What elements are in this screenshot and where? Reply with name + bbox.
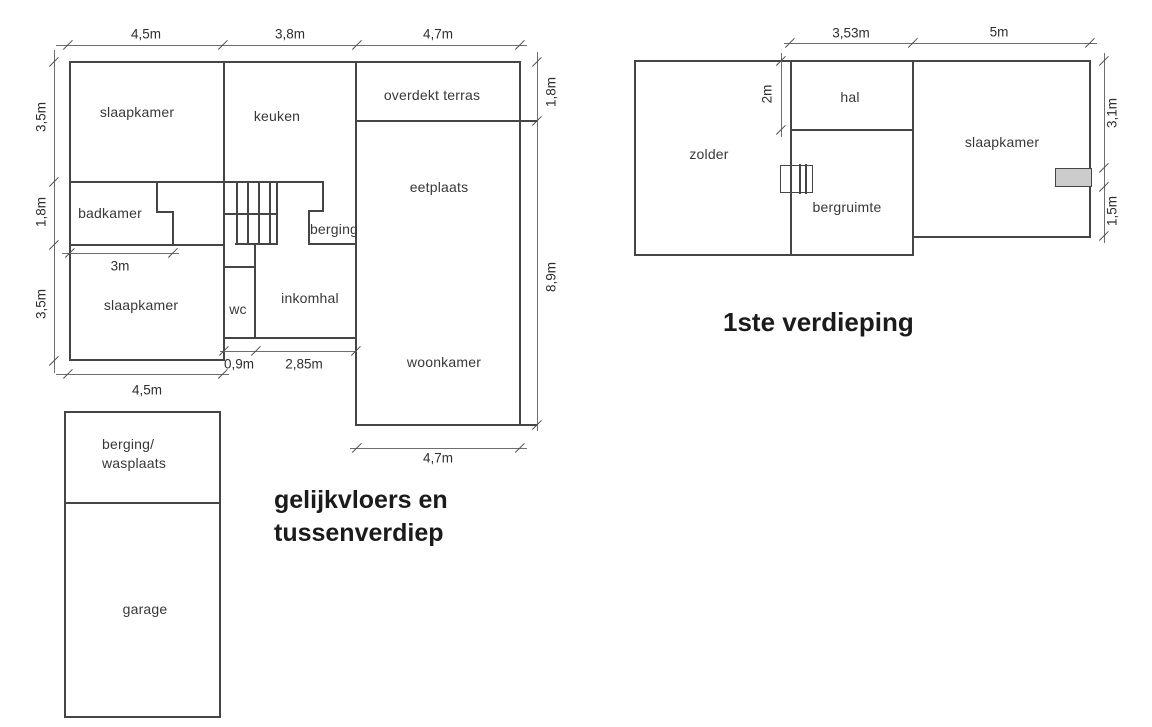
wall-segment (223, 337, 357, 339)
room-label-inkomhal: inkomhal (281, 290, 339, 306)
wall-segment (224, 213, 278, 215)
room-label-overdekt-terras: overdekt terras (383, 87, 481, 103)
dimension-line (55, 373, 229, 375)
wall-segment (254, 243, 256, 339)
dimension-line (55, 44, 527, 46)
room-label-keuken: keuken (253, 108, 301, 124)
room-label-berging: berging (309, 221, 359, 237)
dimension-label-2m: 2m (759, 84, 775, 104)
wall-segment (69, 244, 225, 246)
wall-segment (912, 236, 1091, 238)
room-label-slaapkamer: slaapkamer (964, 134, 1040, 150)
wall-segment (64, 716, 221, 718)
wall-segment (69, 61, 71, 361)
wall-segment (172, 211, 174, 246)
dimension-label-4-5m: 4,5m (131, 382, 163, 398)
dimension-label-4-7m: 4,7m (422, 450, 454, 466)
room-label-bergruimte: bergruimte (812, 199, 882, 215)
room-label-hal: hal (840, 89, 860, 105)
dimension-label-5m: 5m (989, 24, 1009, 40)
wall-segment (799, 164, 801, 194)
wall-segment (69, 61, 521, 63)
dimension-label-2-85m: 2,85m (285, 356, 323, 372)
wall-segment (69, 181, 324, 183)
dimension-line (61, 252, 179, 254)
wall-segment (1089, 60, 1091, 238)
wall-segment (519, 61, 521, 426)
wall-segment (634, 60, 636, 256)
wall-segment (355, 424, 538, 426)
wall-segment (247, 181, 249, 245)
dimension-line (53, 49, 55, 373)
dimension-label-4-5m: 4,5m (130, 26, 162, 42)
wall-segment (223, 61, 225, 361)
wall-segment (790, 60, 792, 256)
wall-segment (276, 181, 278, 245)
room-label-badkamer: badkamer (78, 205, 142, 221)
wall-segment (64, 411, 221, 413)
wall-segment (64, 502, 221, 504)
dimension-label-4-7m: 4,7m (422, 26, 454, 42)
dimension-line (1103, 52, 1105, 243)
room-label-wasplaats: wasplaats (102, 455, 167, 471)
dimension-label-3-1m: 3,1m (1104, 97, 1120, 129)
wall-segment (156, 211, 174, 213)
wall-segment (219, 411, 221, 718)
wall-segment (69, 359, 225, 361)
dimension-label-3-8m: 3,8m (274, 26, 306, 42)
room-label-woonkamer: woonkamer (406, 354, 482, 370)
room-label-wc: wc (229, 301, 247, 317)
room-label-berging: berging/ (102, 436, 155, 452)
dimension-label-3-53m: 3,53m (832, 25, 870, 41)
wall-segment (156, 181, 158, 213)
wall-segment (790, 129, 914, 131)
wall-segment (236, 181, 238, 245)
wall-segment (223, 266, 256, 268)
wall-segment (308, 210, 324, 212)
ground-floor-title: gelijkvloers en tussenverdiep (274, 484, 448, 550)
wall-segment (235, 243, 278, 245)
dimension-line (349, 447, 527, 449)
dimension-line (219, 350, 357, 352)
wall-segment (269, 181, 271, 245)
wall-segment (64, 411, 66, 718)
wall-segment (355, 120, 538, 122)
first-floor-title: 1ste verdieping (723, 307, 914, 337)
wall-segment (634, 254, 914, 256)
dimension-label-0-9m: 0,9m (223, 356, 255, 372)
dimension-label-3m: 3m (110, 258, 130, 274)
room-label-slaapkamer: slaapkamer (99, 104, 175, 120)
wall-segment (322, 181, 324, 212)
first-floor-title-line1: 1ste verdieping (723, 307, 914, 337)
wall-segment (355, 61, 357, 426)
ground-floor-title-line2: tussenverdiep (274, 519, 444, 547)
ground-floor-title-line1: gelijkvloers en (274, 486, 448, 514)
room-label-zolder: zolder (689, 146, 729, 162)
dimension-line (780, 52, 782, 137)
dimension-line (536, 51, 538, 431)
wall-segment (912, 60, 914, 256)
room-label-eetplaats: eetplaats (409, 179, 469, 195)
wall-segment (805, 164, 807, 194)
dimension-line (783, 42, 1097, 44)
dimension-label-1-5m: 1,5m (1104, 195, 1120, 227)
chimney-box (780, 165, 813, 193)
wall-opening-box (1055, 168, 1092, 187)
room-label-slaapkamer: slaapkamer (103, 297, 179, 313)
wall-segment (308, 243, 357, 245)
room-label-garage: garage (122, 601, 168, 617)
wall-segment (258, 181, 260, 245)
wall-segment (308, 210, 310, 245)
wall-segment (634, 60, 1091, 62)
